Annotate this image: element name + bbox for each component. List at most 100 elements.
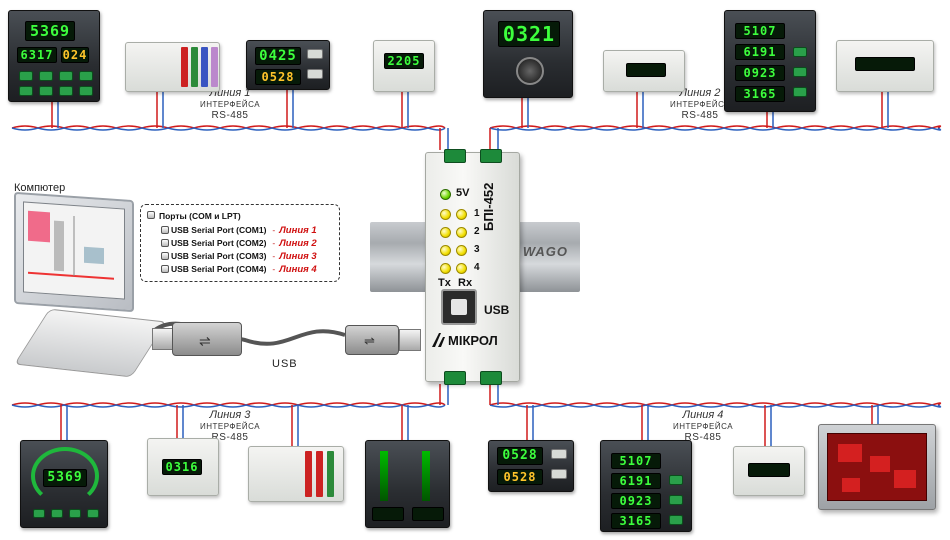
port-row: USB Serial Port (COM3)-Линия 3	[171, 251, 317, 262]
device-button	[793, 47, 807, 57]
device-display	[855, 57, 915, 71]
line-bus: RS-485	[211, 432, 249, 443]
device-button	[793, 87, 807, 97]
rs485-line-1-bus	[11, 125, 446, 129]
device-display: 0316	[162, 459, 202, 475]
port-row: USB Serial Port (COM2)-Линия 2	[171, 238, 317, 249]
usb-a-connector	[152, 328, 174, 350]
device-button	[87, 509, 99, 518]
computer-tree-icon	[147, 211, 155, 219]
device-din-meter	[733, 446, 805, 496]
power-led	[440, 189, 451, 200]
device-display	[412, 507, 444, 521]
port-icon	[161, 239, 169, 247]
screen-block	[838, 444, 862, 462]
rs485-line-1-bus	[11, 127, 446, 131]
device-display: 3165	[735, 86, 785, 102]
device-display: 024	[61, 47, 89, 63]
line-bus: RS-485	[211, 110, 249, 121]
port-icon	[161, 252, 169, 260]
device-display: 0321	[498, 21, 560, 47]
device-display: 6317	[17, 47, 57, 63]
line-interface: ИНТЕРФЕЙСА	[669, 100, 731, 109]
usb-port-label: USB	[484, 303, 510, 317]
terminal-block	[480, 149, 502, 163]
device-din-meter	[836, 40, 934, 92]
usb-cable-label: USB	[272, 358, 298, 370]
line-interface: ИНТЕРФЕЙСА	[199, 422, 261, 431]
port-line: Линия 2	[279, 238, 317, 249]
port-row: USB Serial Port (COM4)-Линия 4	[171, 264, 317, 275]
rail-brand: WAGO	[522, 244, 568, 259]
module-stripe	[316, 451, 323, 497]
brand-label: МІКРОЛ	[448, 333, 498, 348]
terminal-block	[444, 371, 466, 385]
mikrol-logo-icon	[432, 333, 446, 347]
device-din-modules	[248, 446, 344, 502]
device-display: 5107	[611, 453, 661, 469]
device-display: 0528	[255, 69, 301, 85]
device-button	[79, 71, 93, 81]
device-display: 5369	[25, 21, 75, 41]
rs485-line-3-bus	[11, 402, 446, 406]
port-separator: -	[272, 225, 276, 235]
port-name: USB Serial Port (COM3)	[171, 251, 267, 261]
rs485-line-2-bus	[489, 127, 942, 131]
line-name: Линия 1	[209, 87, 251, 99]
device-button	[669, 515, 683, 525]
device-din-meter: 0316	[147, 438, 219, 496]
channel-label: 1	[474, 208, 480, 219]
screen-block	[894, 470, 916, 488]
line-bus: RS-485	[681, 110, 719, 121]
usb-socket	[441, 289, 477, 325]
device-display: 0528	[497, 447, 543, 465]
module-stripe	[211, 47, 218, 87]
port-separator: -	[272, 238, 276, 248]
bargraph	[380, 451, 388, 501]
rs485-line-3-bus	[11, 404, 446, 408]
device-button	[39, 86, 53, 96]
module-stripe	[191, 47, 198, 87]
port-icon	[161, 265, 169, 273]
rx-led	[456, 209, 467, 220]
tx-led	[440, 263, 451, 274]
port-row: USB Serial Port (COM1)-Линия 1	[171, 225, 317, 236]
port-line: Линия 4	[279, 264, 317, 275]
usb-b-connector	[399, 329, 421, 351]
arc-indicator	[31, 447, 99, 505]
device-din-meter	[603, 50, 685, 92]
port-icon	[161, 226, 169, 234]
device-display: 6191	[611, 473, 661, 489]
device-button	[69, 509, 81, 518]
line-4-label: Линия 4 ИНТЕРФЕЙСА RS-485	[663, 409, 743, 444]
module-stripe	[327, 451, 334, 497]
device-display: 0528	[497, 469, 543, 485]
tx-led	[440, 209, 451, 220]
device-display: 0923	[611, 493, 661, 509]
bpi-452-module: 5V 1 2 3 4 Tx Rx БПІ-452 USB МІКРОЛ	[425, 149, 520, 385]
device-display: 5107	[735, 23, 785, 39]
port-name: USB Serial Port (COM4)	[171, 264, 267, 274]
terminal-block	[444, 149, 466, 163]
device-panel-meter: 0425 0528	[246, 40, 330, 90]
device-din-meter: 2205	[373, 40, 435, 92]
channel-label: 4	[474, 262, 480, 273]
usb-a-plug: ⇌	[172, 322, 242, 356]
rx-led	[456, 245, 467, 256]
terminal-block	[480, 371, 502, 385]
line-bus: RS-485	[684, 432, 722, 443]
module-stripe	[181, 47, 188, 87]
device-button	[551, 469, 567, 479]
device-button	[59, 86, 73, 96]
rx-led	[456, 263, 467, 274]
channel-label: 3	[474, 244, 480, 255]
ports-callout: Порты (COM и LPT) USB Serial Port (COM1)…	[140, 204, 340, 282]
port-separator: -	[272, 251, 276, 261]
line-name: Линия 4	[682, 409, 724, 421]
device-button	[59, 71, 73, 81]
scada-screen-graphic	[28, 210, 114, 280]
port-name: USB Serial Port (COM1)	[171, 225, 267, 235]
device-round-indicator: 5369	[20, 440, 108, 528]
